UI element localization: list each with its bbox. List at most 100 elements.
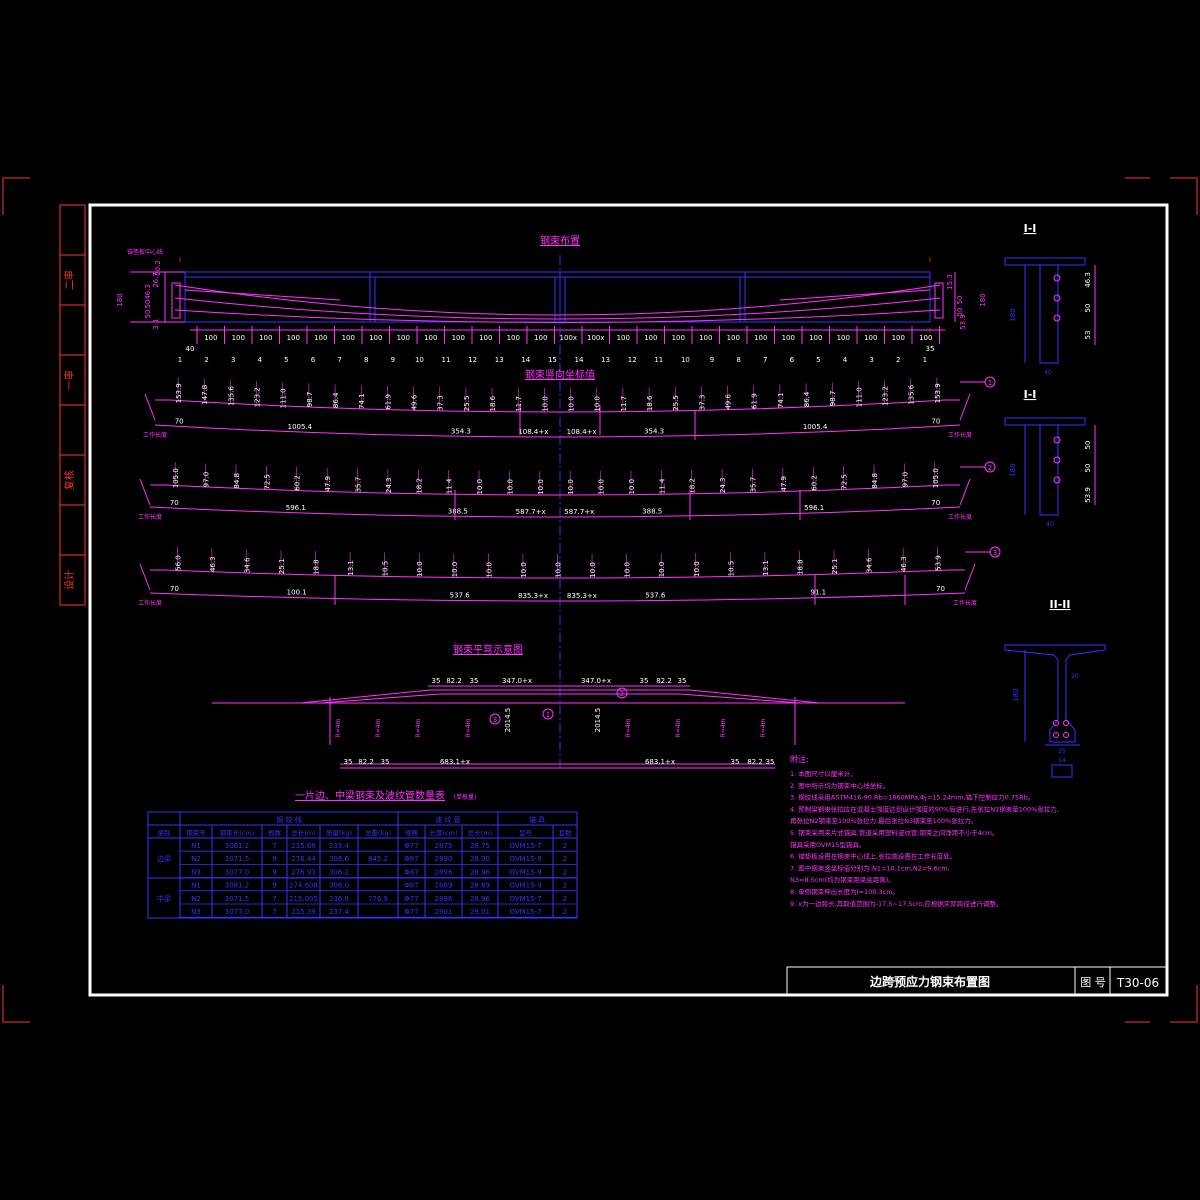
drawing-title: 边跨预应力钢束布置图: [869, 974, 990, 989]
ordinate-c3-7: 10.0: [416, 561, 424, 577]
ordinate-c3-3: 25.1: [278, 559, 286, 575]
plan-top-dim-5: 35: [640, 677, 649, 685]
ordinate-c3-4: 18.8: [313, 559, 321, 575]
ordinate-c1-9: 49.6: [411, 394, 419, 410]
length-c1-5: 354.3: [644, 427, 664, 435]
table-header-9: 总长(m): [468, 828, 492, 837]
tendon-c3-top: [150, 569, 965, 579]
ordinate-c1-8: 61.9: [384, 394, 392, 410]
plan-bot-dim-6: 82.2: [747, 758, 763, 766]
length-c1-6: 1005.4: [803, 423, 828, 431]
plan-bot-dim-7: 35: [766, 758, 775, 766]
station-5: 6: [311, 356, 316, 364]
note-4: 再张拉N2钢束至100%张拉力,最后张拉N3钢束至100%张拉力。: [790, 816, 977, 825]
ordinate-c2-13: 10.0: [567, 479, 575, 495]
table-cell-4-9: 28.96: [470, 895, 491, 903]
tendon-c2-top: [150, 484, 960, 496]
section-a-v-1: 50: [1084, 304, 1092, 313]
ordinate-c2-21: 60.2: [810, 475, 818, 491]
tendon-tail: [779, 289, 931, 301]
table-cell-2-10: OVM15-9: [509, 868, 541, 876]
station-15: 14: [575, 356, 584, 364]
duct-c: [1063, 732, 1069, 738]
tendon-tail: [184, 289, 341, 301]
plan-callout-circle: [489, 713, 501, 725]
station-26: 3: [869, 356, 873, 364]
station-18: 11: [654, 356, 663, 364]
ordinate-c2-15: 10.0: [628, 479, 636, 495]
ordinate-c3-0: 56.0: [174, 555, 182, 571]
tendon-c2-bottom: [149, 506, 961, 518]
plan-bot-dim-4: 683.1+x: [645, 758, 675, 766]
plan-top-dim-1: 82.2: [446, 677, 462, 685]
section-a-v-2: 53: [1084, 331, 1092, 340]
table-cell-3-2: 3081.2: [225, 882, 250, 890]
table-cell-0-9: 28.75: [470, 842, 490, 850]
ordinate-c2-1: 97.0: [203, 472, 211, 488]
dim-6: 100: [369, 334, 382, 342]
station-21: 8: [736, 356, 740, 364]
duct-a: [1053, 314, 1061, 322]
station-22: 7: [763, 356, 767, 364]
section-a-web: [1039, 264, 1059, 364]
strip-label-3: 二审: [63, 270, 76, 290]
plan-callout-1: 2: [620, 690, 624, 698]
length-c2-4: 587.7+x: [564, 508, 594, 516]
end-edge: [139, 478, 151, 506]
dim-0: 100: [204, 334, 217, 342]
ordinate-c3-12: 10.0: [589, 562, 597, 578]
cut-mark: I: [929, 327, 931, 335]
end-edge: [959, 393, 971, 421]
ordinate-c1-19: 25.5: [672, 395, 680, 411]
tendon-n1-elev: [174, 284, 941, 316]
right-coord-3: 53.9: [959, 314, 967, 330]
station-12: 13: [495, 356, 504, 364]
ordinate-c1-22: 61.9: [751, 393, 759, 409]
plan-radius-2: R=4m: [415, 718, 422, 737]
dim-9: 100: [452, 334, 465, 342]
ordinate-c2-25: 105.0: [932, 468, 940, 488]
ordinate-c2-24: 97.0: [901, 472, 909, 488]
dim-1: 100: [232, 334, 245, 342]
ordinate-c2-12: 10.0: [537, 479, 545, 495]
table-cell-5-8: 2901: [435, 908, 453, 916]
ordinate-c1-20: 37.3: [698, 395, 706, 411]
tendon-n3-elev: [174, 309, 941, 323]
table-cell-0-6: 845.2: [368, 855, 388, 863]
ordinate-c1-18: 18.6: [646, 395, 654, 411]
duct-a: [1053, 274, 1061, 282]
table-cell-3-5: 306.0: [329, 882, 349, 890]
table-header-10: 型号: [519, 828, 533, 837]
table-cell-4-1: N2: [191, 895, 201, 903]
ordinate-c3-9: 10.0: [485, 562, 493, 578]
table-cell-2-9: 28.96: [470, 868, 491, 876]
length-c1-3: 108.4+x: [518, 428, 548, 436]
table-cell-1-8: 2890: [435, 855, 453, 863]
plan-top-dim-6: 82.2: [656, 677, 672, 685]
section-c-outline: [1004, 644, 1106, 743]
ordinate-c1-25: 98.7: [829, 391, 837, 407]
ordinate-c2-7: 24.3: [385, 478, 393, 494]
station-10: 11: [442, 356, 451, 364]
section-a-v-0: 46.3: [1084, 272, 1092, 288]
left-coord-2: 46.3: [144, 284, 152, 300]
section-c-detail: [1051, 764, 1073, 778]
plan-bot-dim-2: 35: [381, 758, 390, 766]
plan-tendon-2: [319, 693, 801, 704]
ordinate-c3-11: 10.0: [555, 562, 563, 578]
dim-10: 100: [479, 334, 492, 342]
table-cell-0-10: OVM15-7: [509, 842, 541, 850]
section-c-w: 20: [1071, 673, 1079, 680]
plan-callout-circle: [542, 708, 554, 720]
table-cell-3-7: Φ87: [404, 882, 418, 890]
tendon-c1-top: [155, 399, 960, 413]
plan-callout-0: 1: [546, 711, 550, 719]
plan-top-dim-2: 35: [470, 677, 479, 685]
note-9: N3=8.5cm(均为钢束距梁底距离)。: [790, 875, 895, 884]
end-edge: [139, 563, 151, 591]
ordinate-c2-4: 60.2: [294, 475, 302, 491]
ordinate-c2-16: 11.4: [658, 478, 666, 494]
table-cell-4-2: 3071.5: [225, 895, 250, 903]
ordinate-c2-20: 47.9: [780, 476, 788, 492]
dim-24: 100: [864, 334, 877, 342]
